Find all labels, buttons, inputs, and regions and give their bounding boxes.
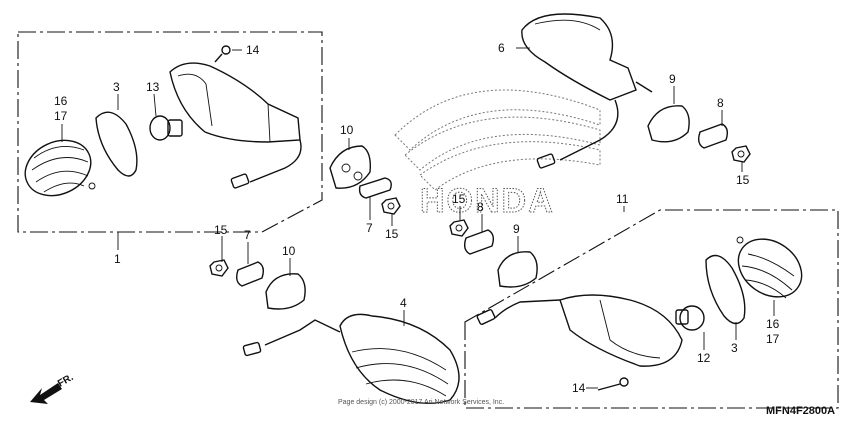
bulb-right <box>675 305 705 331</box>
lens-left <box>24 139 96 197</box>
collar-center <box>358 177 392 199</box>
callout-4: 4 <box>400 296 407 310</box>
brand-watermark: HONDA <box>420 182 555 220</box>
gasket-right <box>705 254 746 325</box>
collar-left-lower <box>235 261 265 287</box>
collar-right <box>697 123 729 149</box>
housing-front-left <box>242 313 460 405</box>
rubber-mount-middle <box>497 251 538 288</box>
screw-bottom-right <box>597 377 629 391</box>
honda-wing-watermark <box>394 89 601 191</box>
callout-10-center: 10 <box>340 123 354 137</box>
callout-13: 13 <box>146 80 160 94</box>
bulb <box>149 115 183 141</box>
nut-center <box>381 197 401 215</box>
callout-15-lower-left: 15 <box>214 223 228 237</box>
nut-right <box>731 145 751 163</box>
lens-right <box>736 236 803 299</box>
callout-12: 12 <box>697 351 711 365</box>
callout-17-right: 17 <box>766 332 780 346</box>
housing-right-rear <box>521 13 653 169</box>
callout-17-left: 17 <box>54 109 68 123</box>
callout-14-top: 14 <box>246 43 260 57</box>
rubber-mount-left-lower <box>265 273 306 310</box>
callout-14-bottom: 14 <box>572 381 586 395</box>
callout-1: 1 <box>114 252 121 266</box>
callout-16-left: 16 <box>54 94 68 108</box>
callout-16-right: 16 <box>766 317 780 331</box>
rubber-mount-right <box>647 105 690 143</box>
callout-3-right: 3 <box>731 341 738 355</box>
callout-8-right: 8 <box>717 96 724 110</box>
direction-label: FR. <box>56 372 76 390</box>
callout-8-middle: 8 <box>477 200 484 214</box>
front-direction-arrow: FR. <box>30 372 76 404</box>
callout-7-lower-left: 7 <box>244 228 251 242</box>
housing-left <box>169 62 302 189</box>
gasket-left <box>95 111 138 177</box>
callout-15-right: 15 <box>736 173 750 187</box>
rubber-mount-center <box>329 145 372 189</box>
callout-3-left: 3 <box>113 80 120 94</box>
assembly-frame-right <box>464 209 839 409</box>
callout-15-center: 15 <box>385 227 399 241</box>
callout-10-lower-left: 10 <box>282 244 296 258</box>
nut-left-lower <box>209 259 229 277</box>
screw-top-left <box>214 45 231 63</box>
housing-front-right <box>476 294 683 367</box>
nut-middle <box>449 219 469 237</box>
callout-11: 11 <box>616 192 629 206</box>
diagram-code: MFN4F2800A <box>766 405 835 417</box>
callout-7-center: 7 <box>366 221 373 235</box>
collar-middle <box>463 229 495 255</box>
callout-9-right: 9 <box>669 72 676 86</box>
copyright-text: Page design (c) 2000-2017 Ari Network Se… <box>338 399 504 406</box>
callout-9-middle: 9 <box>513 222 520 236</box>
callout-15-middle: 15 <box>452 192 466 206</box>
assembly-frame-left <box>17 31 323 233</box>
callout-6: 6 <box>498 41 505 55</box>
leader-lines <box>61 47 775 389</box>
